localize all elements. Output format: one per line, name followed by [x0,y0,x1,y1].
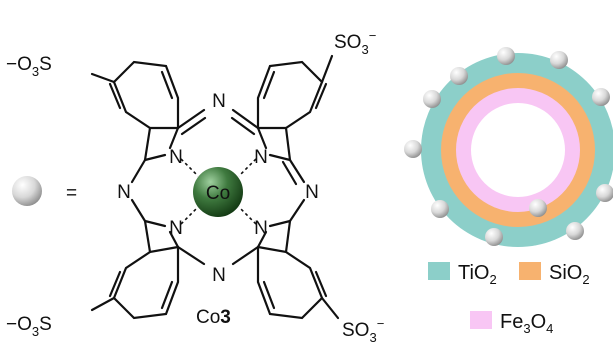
surface-sphere [485,228,503,246]
o3-subscript: 3 [32,324,39,339]
sio2-swatch [519,262,541,280]
sulfonate-top-right: SO3− [334,28,376,57]
surface-sphere [529,199,547,217]
material-legend: TiO2 SiO2 Fe3O4 [428,262,590,336]
surface-sphere [550,51,568,69]
fe3o4-swatch [470,311,492,329]
tio2-swatch [428,262,450,280]
so3-subscript: 3 [361,42,368,57]
nitrogen-bottom-bridge: N [212,265,226,286]
o3-subscript: 3 [32,64,39,79]
tio2-legend-label: TiO2 [458,262,497,287]
sulfonate-bottom-right: SO3− [342,316,384,345]
nitrogen-pyrrole-upper-left: N [169,147,183,168]
compound-prefix: Co [196,307,220,328]
surface-sphere [566,222,584,240]
surface-sphere [431,200,449,218]
nitrogen-left-bridge: N [117,182,131,203]
cobalt-phthalocyanine-structure: N N N N N N N N Co SO3− −O3S −O3S SO3− C… [6,28,384,345]
surface-sphere [423,90,441,108]
o-minus-text: −O [6,314,32,335]
surface-sphere [450,67,468,85]
sphere-legend: = [12,176,77,206]
cobalt-center-sphere [193,167,243,217]
sulfonate-top-left: −O3S [6,54,52,79]
equals-sign: = [66,183,77,204]
s-text: S [39,314,52,335]
cobalt-label: Co [206,183,230,204]
surface-sphere [404,140,422,158]
so3-charge: − [377,316,385,331]
so3-subscript: 3 [369,330,376,345]
hollow-center [471,103,565,197]
nitrogen-pyrrole-lower-right: N [254,218,268,239]
so3-text: SO [334,32,361,53]
s-text: S [39,54,52,75]
gray-sphere-icon [12,176,42,206]
o-minus-text: −O [6,54,32,75]
sulfonate-bottom-left: −O3S [6,314,52,339]
so3-text: SO [342,320,369,341]
nitrogen-pyrrole-upper-right: N [254,147,268,168]
fe3o4-legend-label: Fe3O4 [500,311,553,336]
nitrogen-right-bridge: N [305,182,319,203]
compound-number: 3 [220,307,231,328]
sio2-legend-label: SiO2 [549,262,590,287]
nitrogen-top-bridge: N [212,91,226,112]
so3-charge: − [369,28,377,43]
core-shell-nanoparticle [404,47,613,247]
compound-label: Co3 [196,307,231,328]
macrocycle-bonds [90,54,340,320]
surface-sphere [592,88,610,106]
nitrogen-pyrrole-lower-left: N [169,218,183,239]
surface-sphere [497,47,515,65]
surface-sphere [596,184,613,202]
